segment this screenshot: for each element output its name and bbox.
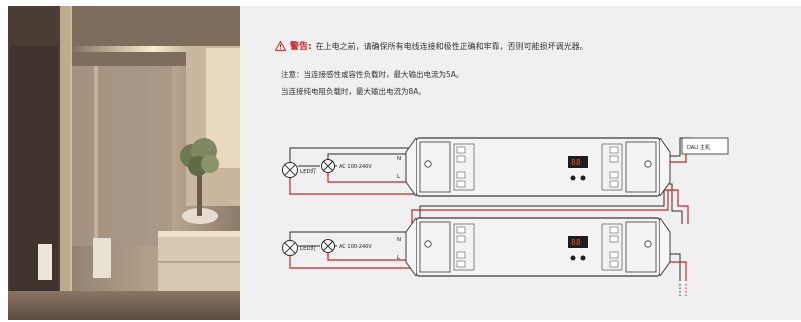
led-label: LED灯 xyxy=(300,244,317,252)
dali-master-label: DALI 主机 xyxy=(687,144,710,151)
dali-dimmer-device: 88 xyxy=(405,137,671,197)
dimmer-button-2 xyxy=(580,255,586,261)
warning-text: 在上电之前，请确保所有电线连接和极性正确和牢靠，否则可能损坏调光器。 xyxy=(315,42,588,51)
warning-triangle-icon xyxy=(274,40,287,53)
warning-line: 警告:在上电之前，请确保所有电线连接和极性正确和牢靠，否则可能损坏调光器。 xyxy=(274,39,588,53)
wiring-circuit-2: LED灯 AC 100-240V N L xyxy=(282,217,687,296)
n-terminal-label: N xyxy=(397,156,401,162)
dimmer-button-1 xyxy=(570,255,576,261)
dali-master-box: DALI 主机 xyxy=(681,137,729,155)
ac-source-icon xyxy=(321,239,335,253)
segment-display: 88 xyxy=(571,238,581,247)
instruction-panel: 警告:在上电之前，请确保所有电线连接和极性正确和牢靠，否则可能损坏调光器。 注意… xyxy=(240,6,801,320)
led-label: LED灯 xyxy=(300,167,317,175)
ac-label: AC 100-240V xyxy=(339,164,372,170)
bathroom-photo xyxy=(8,6,240,320)
n-terminal-label: N xyxy=(397,237,401,243)
note-line-1: 注意：当连接感性或容性负载时，最大输出电流为5A。 xyxy=(281,70,464,79)
dali-dimmer-device: 88 xyxy=(405,217,671,277)
warning-title: 警告: xyxy=(290,42,312,52)
note-line-2: 当连接纯电阻负载时，最大输出电流为8A。 xyxy=(281,87,426,96)
dimmer-button-2 xyxy=(580,175,586,181)
ac-source-icon xyxy=(321,159,335,173)
dimmer-button-1 xyxy=(570,175,576,181)
l-terminal-label: L xyxy=(397,255,401,261)
segment-display: 88 xyxy=(571,158,581,167)
wiring-circuit-1: LED灯 AC 100-240V N L xyxy=(282,137,729,247)
led-lamp-icon xyxy=(282,240,298,256)
led-lamp-icon xyxy=(282,162,298,178)
ac-label: AC 100-240V xyxy=(339,244,372,250)
wiring-diagram: LED灯 AC 100-240V N L xyxy=(282,137,729,296)
l-terminal-label: L xyxy=(397,174,401,180)
